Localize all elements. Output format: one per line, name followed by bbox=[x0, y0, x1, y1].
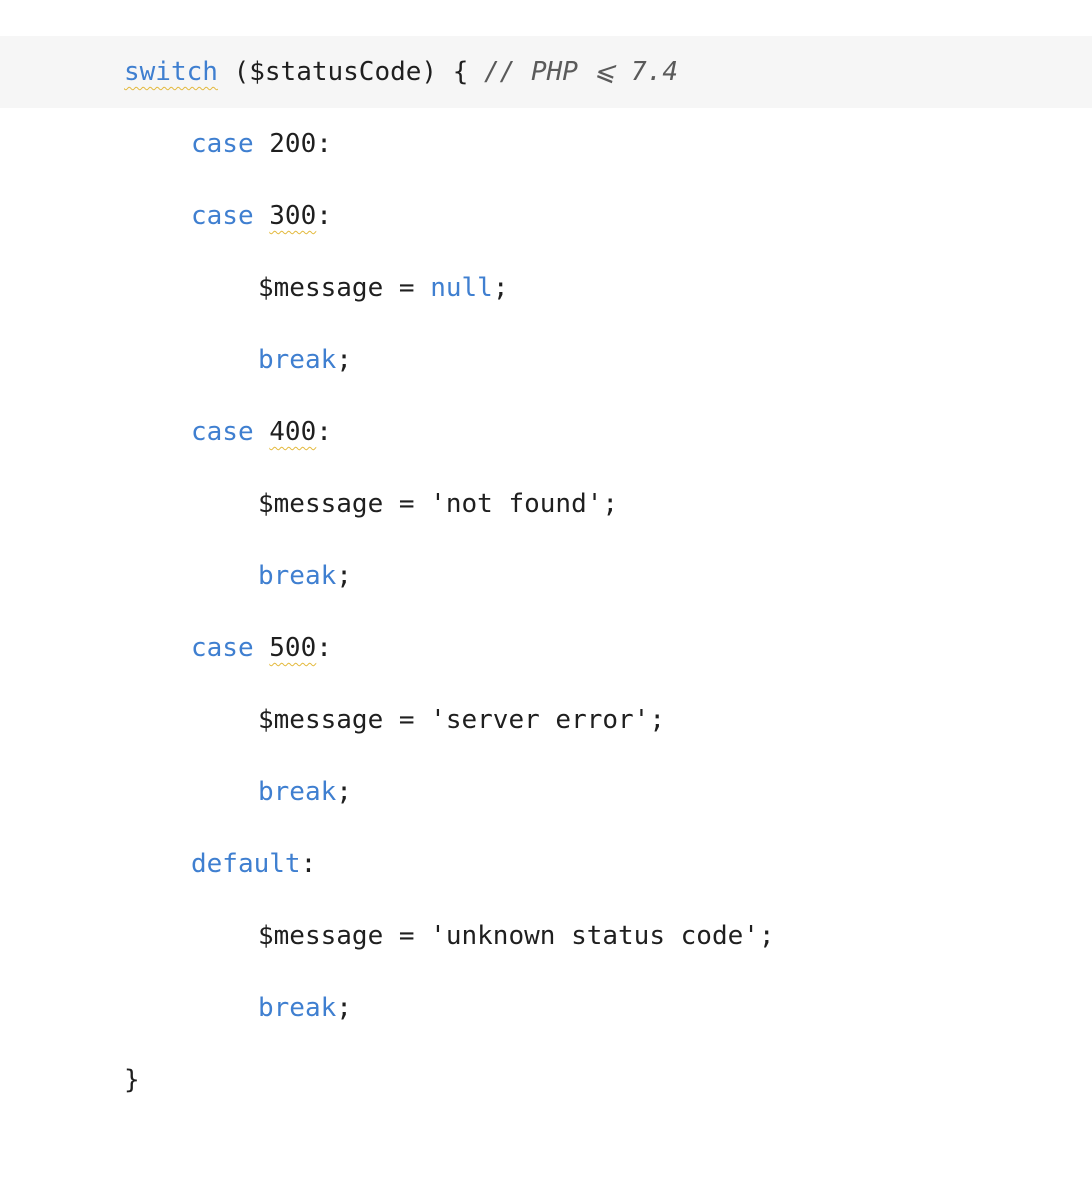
code-line-1[interactable]: switch ($statusCode) { // PHP ⩽ 7.4 bbox=[0, 36, 1092, 108]
keyword-break: break bbox=[258, 777, 337, 807]
colon: : bbox=[316, 417, 332, 447]
code-line-7[interactable]: $message = 'not found'; bbox=[0, 468, 1092, 540]
case-value: 300 bbox=[269, 201, 317, 231]
code-line-5[interactable]: break; bbox=[0, 324, 1092, 396]
assignment: $message = 'unknown status code'; bbox=[258, 921, 775, 951]
code-line-6[interactable]: case 400: bbox=[0, 396, 1092, 468]
keyword-case: case bbox=[191, 417, 254, 447]
switch-subject: ($statusCode) { bbox=[217, 57, 485, 87]
code-line-13[interactable]: $message = 'unknown status code'; bbox=[0, 900, 1092, 972]
code-line-15[interactable]: } bbox=[0, 1044, 1092, 1116]
code-line-14[interactable]: break; bbox=[0, 972, 1092, 1044]
keyword-default: default bbox=[191, 849, 301, 879]
semicolon: ; bbox=[336, 345, 352, 375]
assignment: $message = 'server error'; bbox=[258, 705, 665, 735]
keyword-switch: switch bbox=[124, 57, 218, 87]
space bbox=[254, 129, 270, 159]
code-comment: // PHP ⩽ 7.4 bbox=[484, 57, 679, 87]
case-value: 500 bbox=[269, 633, 317, 663]
assignment: $message = bbox=[258, 273, 431, 303]
space bbox=[254, 201, 270, 231]
code-line-8[interactable]: break; bbox=[0, 540, 1092, 612]
colon: : bbox=[316, 633, 332, 663]
code-editor[interactable]: switch ($statusCode) { // PHP ⩽ 7.4 case… bbox=[0, 36, 1092, 1116]
space bbox=[254, 417, 270, 447]
case-value: 400 bbox=[269, 417, 317, 447]
code-line-3[interactable]: case 300: bbox=[0, 180, 1092, 252]
colon: : bbox=[300, 849, 317, 879]
keyword-null: null bbox=[430, 273, 493, 303]
keyword-break: break bbox=[258, 345, 337, 375]
code-line-4[interactable]: $message = null; bbox=[0, 252, 1092, 324]
semicolon: ; bbox=[336, 561, 352, 591]
code-line-2[interactable]: case 200: bbox=[0, 108, 1092, 180]
semicolon: ; bbox=[492, 273, 509, 303]
closing-brace: } bbox=[124, 1065, 140, 1095]
keyword-break: break bbox=[258, 561, 337, 591]
keyword-case: case bbox=[191, 201, 254, 231]
code-line-11[interactable]: break; bbox=[0, 756, 1092, 828]
code-line-9[interactable]: case 500: bbox=[0, 612, 1092, 684]
code-line-12[interactable]: default: bbox=[0, 828, 1092, 900]
keyword-break: break bbox=[258, 993, 337, 1023]
semicolon: ; bbox=[336, 993, 352, 1023]
colon: : bbox=[316, 129, 332, 159]
case-value: 200 bbox=[269, 129, 317, 159]
semicolon: ; bbox=[336, 777, 352, 807]
code-line-10[interactable]: $message = 'server error'; bbox=[0, 684, 1092, 756]
colon: : bbox=[316, 201, 332, 231]
keyword-case: case bbox=[191, 129, 254, 159]
keyword-case: case bbox=[191, 633, 254, 663]
assignment: $message = 'not found'; bbox=[258, 489, 619, 519]
space bbox=[254, 633, 270, 663]
